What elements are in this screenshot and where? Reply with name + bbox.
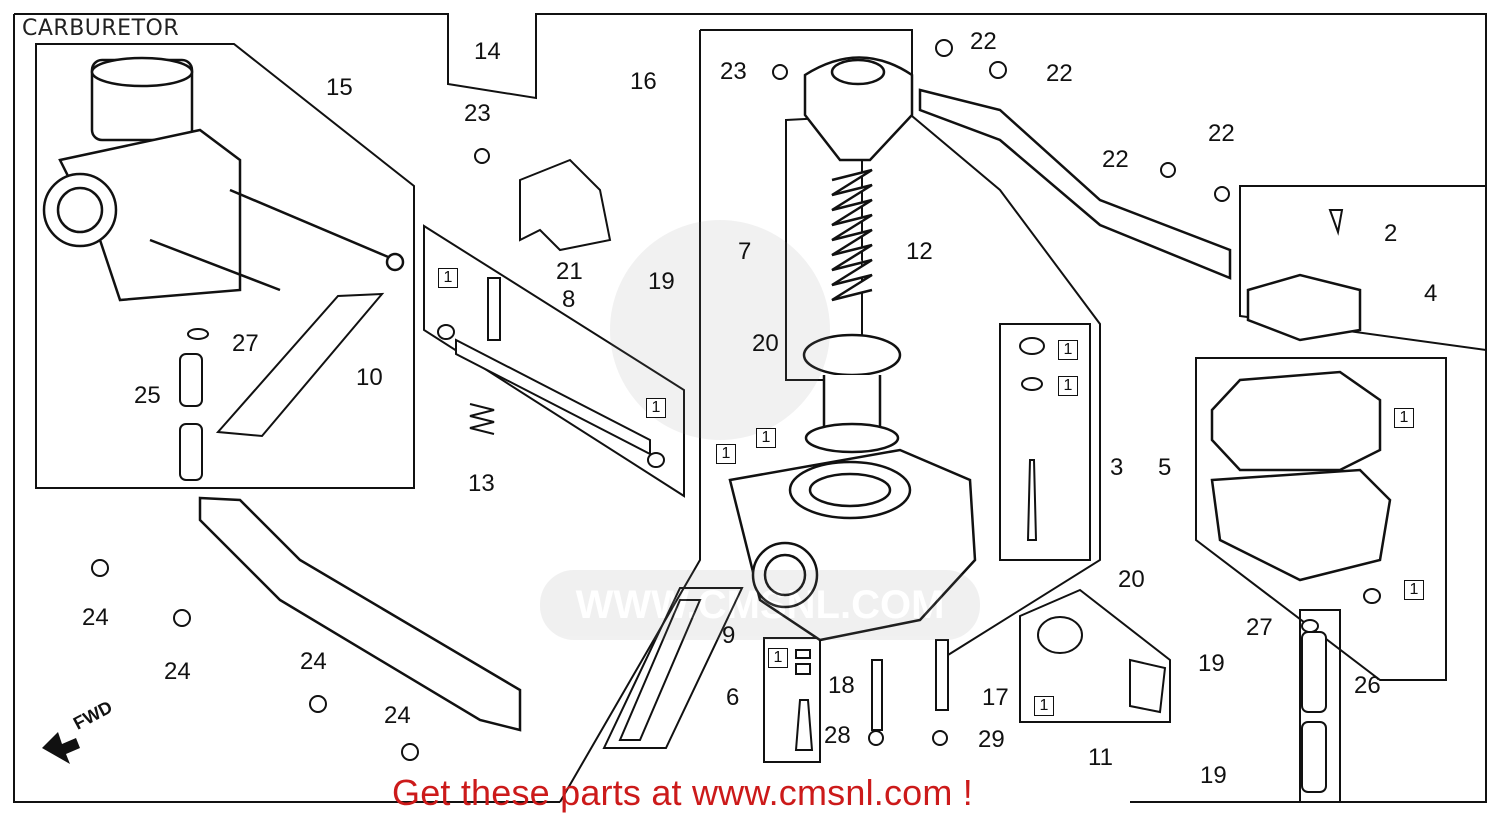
label-24: 24: [164, 658, 191, 685]
label-18: 18: [828, 672, 855, 699]
boxed-label-1: 1: [716, 444, 736, 464]
boxed-label-1: 1: [646, 398, 666, 418]
label-12: 12: [906, 238, 933, 265]
label-5: 5: [1158, 454, 1172, 481]
label-22: 22: [1046, 60, 1073, 87]
watermark-logo: WWW.CMSNL.COM: [540, 220, 980, 640]
label-25: 25: [134, 382, 161, 409]
label-20: 20: [1118, 566, 1145, 593]
label-24: 24: [300, 648, 327, 675]
box-6: [763, 637, 821, 763]
outer-frame-line: [14, 13, 1487, 803]
boxed-label-1: 1: [1404, 580, 1424, 600]
label-10: 10: [356, 364, 383, 391]
label-19: 19: [648, 268, 675, 295]
label-6: 6: [726, 684, 740, 711]
label-28: 28: [824, 722, 851, 749]
label-8: 8: [562, 286, 576, 313]
boxed-label-1: 1: [438, 268, 458, 288]
label-4: 4: [1424, 280, 1438, 307]
footer-link[interactable]: Get these parts at www.cmsnl.com !: [392, 772, 973, 813]
label-26: 26: [1354, 672, 1381, 699]
fwd-arrow-icon: [42, 732, 80, 764]
label-19: 19: [1200, 762, 1227, 789]
boxed-label-1: 1: [1034, 696, 1054, 716]
label-24: 24: [82, 604, 109, 631]
label-15: 15: [326, 74, 353, 101]
boxed-label-1: 1: [1058, 376, 1078, 396]
label-19: 19: [1198, 650, 1225, 677]
label-17: 17: [982, 684, 1009, 711]
label-14: 14: [474, 38, 501, 65]
box-10: [215, 292, 385, 438]
label-22: 22: [1102, 146, 1129, 173]
outer-frame-left: [13, 14, 560, 803]
box-3: [999, 323, 1091, 561]
boxed-label-1: 1: [768, 648, 788, 668]
label-23: 23: [464, 100, 491, 127]
label-21: 21: [556, 258, 583, 285]
label-16: 16: [630, 68, 657, 95]
box-9: [602, 587, 744, 749]
label-2: 2: [1384, 220, 1398, 247]
label-22: 22: [970, 28, 997, 55]
watermark-text: WWW.CMSNL.COM: [576, 583, 945, 627]
label-11: 11: [1088, 744, 1113, 771]
label-20: 20: [752, 330, 779, 357]
label-29: 29: [978, 726, 1005, 753]
box-8: [423, 224, 685, 498]
boxed-label-1: 1: [1394, 408, 1414, 428]
label-27: 27: [232, 330, 259, 357]
assembly-box-16: [700, 29, 1101, 661]
label-24: 24: [384, 702, 411, 729]
diagram-title: CARBURETOR: [22, 16, 180, 41]
label-22: 22: [1208, 120, 1235, 147]
label-27: 27: [1246, 614, 1273, 641]
carburetor-assembly-drawing: [42, 56, 405, 302]
label-13: 13: [468, 470, 495, 497]
label-23: 23: [720, 58, 747, 85]
assembly-box-15: [35, 43, 415, 489]
box-11: [1019, 588, 1171, 723]
small-parts-drawing: [91, 39, 1381, 793]
boxed-label-1: 1: [1058, 340, 1078, 360]
box-2-4: [1239, 185, 1487, 352]
label-3: 3: [1110, 454, 1124, 481]
carburetor-body-drawing: [728, 56, 977, 642]
boxed-label-1: 1: [756, 428, 776, 448]
label-9: 9: [722, 622, 736, 649]
label-7: 7: [738, 238, 752, 265]
float-chamber-drawing: [198, 88, 1392, 732]
box-5: [1195, 357, 1447, 681]
